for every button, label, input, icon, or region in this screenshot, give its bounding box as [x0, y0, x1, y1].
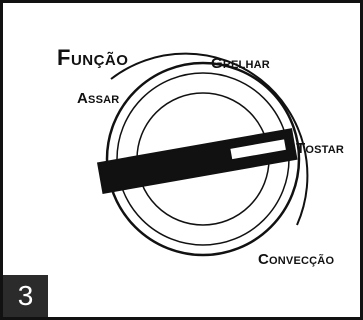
dial-indicator-slot	[228, 137, 288, 161]
function-dial-diagram: Função Assar Grelhar Tostar Convecção	[57, 45, 344, 268]
dial-title: Função	[57, 45, 128, 70]
option-conveccao-label: Convecção	[258, 251, 334, 268]
dial-grip-handle	[96, 128, 298, 194]
step-number-badge: 3	[3, 275, 48, 317]
dial-selection-arc	[110, 52, 309, 226]
option-assar-label: Assar	[77, 90, 119, 107]
option-tostar-label: Tostar	[296, 140, 344, 157]
option-grelhar-label: Grelhar	[211, 55, 270, 72]
